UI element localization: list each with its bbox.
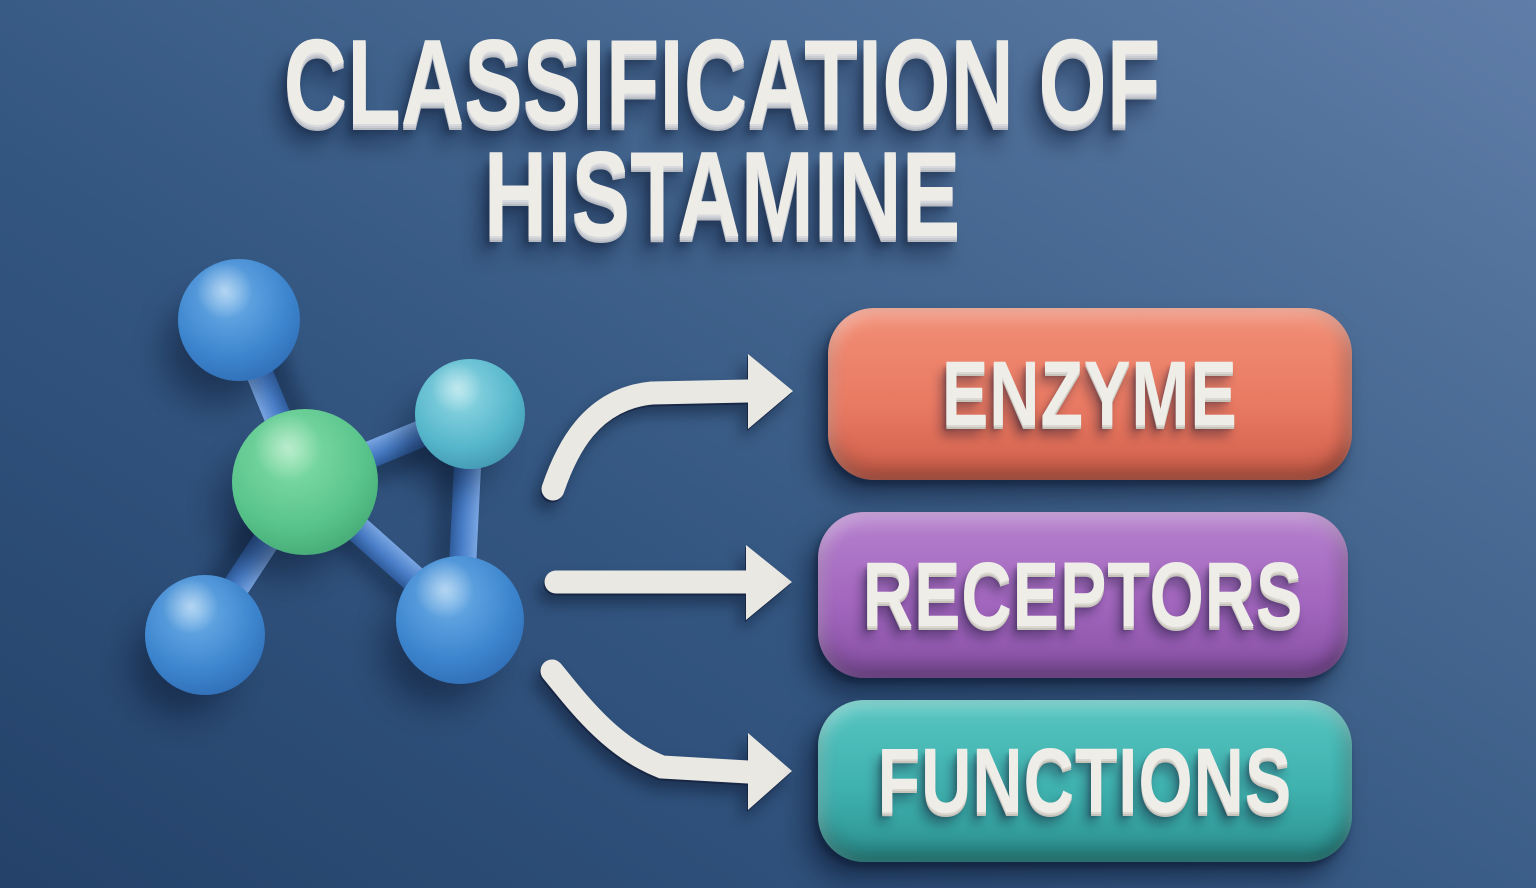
atom-teal-right	[415, 359, 525, 469]
title-line-2: HISTAMINE	[483, 126, 961, 262]
category-box-receptors: RECEPTORS	[818, 512, 1348, 678]
arrow-to-functions	[540, 659, 792, 810]
page-title: CLASSIFICATION OF HISTAMINE	[0, 14, 1444, 262]
arrow-to-receptors	[544, 545, 792, 620]
category-box-functions: FUNCTIONS	[818, 700, 1352, 862]
atom-blue-bottom-right	[396, 556, 524, 684]
atom-blue-bottom-left	[145, 575, 265, 695]
atom-blue-top-left	[178, 259, 300, 381]
category-label-enzyme: ENZYME	[942, 342, 1238, 445]
atom-green-center	[232, 409, 378, 555]
title-line-1: CLASSIFICATION OF	[283, 14, 1161, 150]
category-box-enzyme: ENZYME	[828, 308, 1352, 480]
category-label-receptors: RECEPTORS	[862, 543, 1304, 646]
category-label-functions: FUNCTIONS	[877, 729, 1293, 832]
arrow-to-enzyme	[541, 354, 793, 501]
